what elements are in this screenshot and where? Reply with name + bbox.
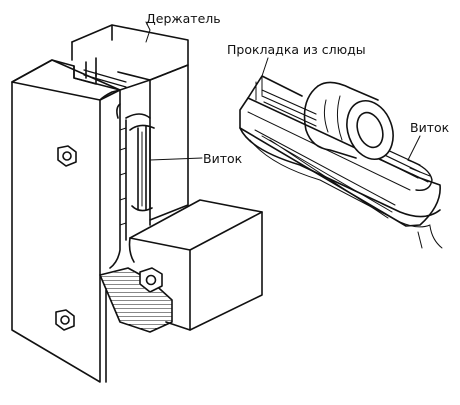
front-plate bbox=[12, 60, 120, 118]
label-turn-left: Виток bbox=[203, 151, 243, 166]
vertical-coil-turn bbox=[138, 126, 150, 210]
right-coil-assembly bbox=[240, 58, 442, 248]
back-clamp-block bbox=[72, 25, 188, 80]
leader-turn-right bbox=[408, 136, 420, 160]
bolt-top-icon bbox=[58, 146, 76, 166]
left-holder-assembly bbox=[12, 22, 262, 382]
leader-mica bbox=[262, 58, 268, 76]
bolt-side-icon bbox=[140, 268, 162, 292]
leader-turn-left bbox=[150, 158, 202, 160]
inner-cavity bbox=[100, 80, 150, 100]
label-mica-gasket: Прокладка из слюды bbox=[227, 42, 366, 57]
label-turn-right: Виток bbox=[410, 120, 450, 135]
right-upright bbox=[150, 65, 188, 220]
label-holder: Держатель bbox=[146, 11, 221, 26]
cylinder bbox=[318, 82, 378, 100]
base-cradle bbox=[240, 98, 440, 226]
lower-clamp-block bbox=[130, 200, 262, 330]
bolt-bottom-icon bbox=[56, 310, 74, 330]
leader-holder bbox=[146, 22, 150, 42]
horizontal-coil-turn bbox=[408, 160, 432, 190]
